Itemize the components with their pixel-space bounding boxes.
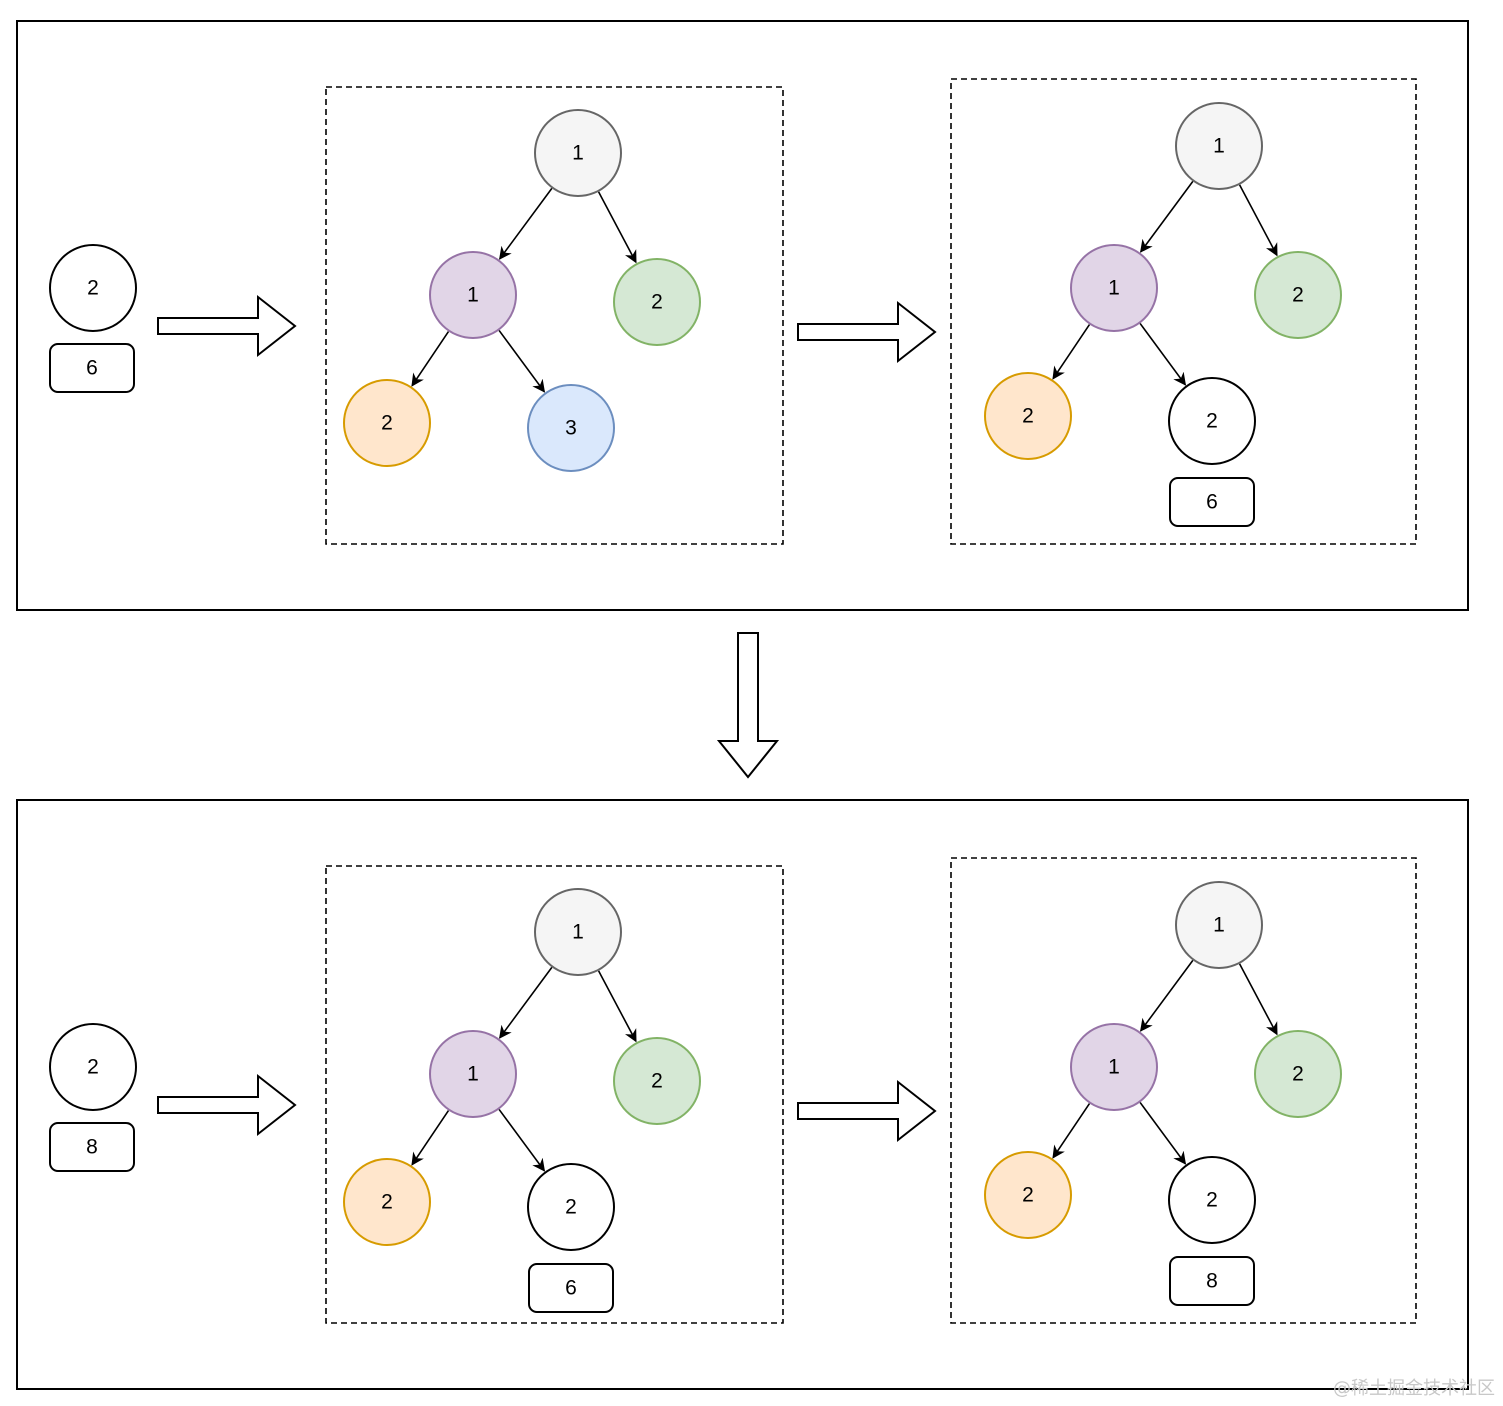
- panel-1-after-node-root-label: 1: [1213, 135, 1225, 158]
- panel-1-after-node-left-right-label: 2: [1206, 410, 1218, 433]
- panel-1-after-node-left-right: 2: [1168, 377, 1256, 465]
- panel-2-input-node-label: 2: [87, 1056, 99, 1079]
- panel-2-after-edge-left-right: [1139, 1101, 1187, 1165]
- panel-2-before-node-root: 1: [534, 888, 622, 976]
- panel-2-after-node-root-label: 1: [1213, 914, 1225, 937]
- panel-2-after-node-left-right: 2: [1168, 1156, 1256, 1244]
- panel-2-before-node-left-left: 2: [343, 1158, 431, 1246]
- panel-1-arrow-insert: [157, 294, 297, 358]
- panel-2-after-edge-root-left: [1139, 959, 1194, 1032]
- panel-2-before-node-right-label: 2: [651, 1070, 663, 1093]
- panel-1-before-edge-root-right: [597, 191, 637, 264]
- panel-2-before-edge-root-left: [498, 966, 553, 1039]
- panel-2-after-edge-left-left: [1052, 1103, 1091, 1159]
- panel-1-after-edge-left-right: [1139, 322, 1187, 386]
- panel-1-input-node-label: 2: [87, 277, 99, 300]
- panel-2-before-edge-left-right: [498, 1108, 546, 1172]
- panel-1-after-weight-box-label: 6: [1206, 491, 1218, 514]
- tree-before-frame: [325, 865, 784, 1324]
- panel-1-after-weight-box: 6: [1169, 477, 1255, 527]
- panel-1-input-weight-label: 6: [86, 357, 98, 380]
- panel-2-after-node-root: 1: [1175, 881, 1263, 969]
- panel-2-after-node-left-left: 2: [984, 1151, 1072, 1239]
- panel-1-after-node-right-label: 2: [1292, 284, 1304, 307]
- panel-2-input-weight-label: 8: [86, 1136, 98, 1159]
- panel-2-after-edge-root-right: [1238, 963, 1278, 1036]
- panel-2-after-node-left-label: 1: [1108, 1056, 1120, 1079]
- panel-2-before-edge-root-right: [597, 970, 637, 1043]
- panel-1-before-node-left-left-label: 2: [381, 412, 393, 435]
- panel-1-after-node-right: 2: [1254, 251, 1342, 339]
- panel-1-after-node-left: 1: [1070, 244, 1158, 332]
- panel-2-before-node-right: 2: [613, 1037, 701, 1125]
- panel-2-input-node: 2: [49, 1023, 137, 1111]
- panel-2-arrow-result: [797, 1079, 937, 1143]
- panel-1-before-edge-root-left: [498, 187, 553, 260]
- panel-2-before-edge-left-left: [411, 1110, 450, 1166]
- panel-1-before-node-left: 1: [429, 251, 517, 339]
- panel-border: [16, 799, 1469, 1390]
- panel-2-before-node-left-label: 1: [467, 1063, 479, 1086]
- panel-1: 2 6 1 1 2 2 3 1 1 2 2 2 6: [16, 20, 1469, 611]
- panel-1-input-node: 2: [49, 244, 137, 332]
- panel-2-after-weight-box-label: 8: [1206, 1270, 1218, 1293]
- panel-1-after-node-left-left-label: 2: [1022, 405, 1034, 428]
- panel-2-before-node-root-label: 1: [572, 921, 584, 944]
- panel-2-before-node-left: 1: [429, 1030, 517, 1118]
- panel-1-after-node-root: 1: [1175, 102, 1263, 190]
- panel-2-before-node-left-right: 2: [527, 1163, 615, 1251]
- panel-1-before-edge-left-right: [498, 329, 546, 393]
- panel-transition-arrow: [716, 632, 780, 779]
- panel-1-before-node-right: 2: [613, 258, 701, 346]
- tree-after-frame: [950, 78, 1417, 545]
- panel-2-before-weight-box: 6: [528, 1263, 614, 1313]
- panel-1-after-edge-root-right: [1238, 184, 1278, 257]
- panel-2-arrow-insert: [157, 1073, 297, 1137]
- panel-2-after-node-right-label: 2: [1292, 1063, 1304, 1086]
- panel-1-arrow-result: [797, 300, 937, 364]
- panel-2-before-weight-box-label: 6: [565, 1277, 577, 1300]
- panel-1-after-edge-root-left: [1139, 180, 1194, 253]
- panel-1-before-node-root: 1: [534, 109, 622, 197]
- panel-1-after-node-left-label: 1: [1108, 277, 1120, 300]
- panel-2-before-node-left-right-label: 2: [565, 1196, 577, 1219]
- panel-1-before-node-right-label: 2: [651, 291, 663, 314]
- panel-2-after-node-right: 2: [1254, 1030, 1342, 1118]
- tree-before-frame: [325, 86, 784, 545]
- panel-2: 2 8 1 1 2 2 2 6 1 1 2 2 2 8: [16, 799, 1469, 1390]
- panel-2-after-node-left-right-label: 2: [1206, 1189, 1218, 1212]
- panel-2-after-node-left: 1: [1070, 1023, 1158, 1111]
- tree-after-frame: [950, 857, 1417, 1324]
- panel-1-before-node-left-left: 2: [343, 379, 431, 467]
- panel-1-input-weight: 6: [49, 343, 135, 393]
- panel-1-after-edge-left-left: [1052, 324, 1091, 380]
- panel-border: [16, 20, 1469, 611]
- panel-2-input-weight: 8: [49, 1122, 135, 1172]
- panel-1-before-node-root-label: 1: [572, 142, 584, 165]
- panel-2-before-node-left-left-label: 2: [381, 1191, 393, 1214]
- panel-2-after-node-left-left-label: 2: [1022, 1184, 1034, 1207]
- panel-1-before-node-left-label: 1: [467, 284, 479, 307]
- panel-1-before-node-left-right-label: 3: [565, 417, 577, 440]
- panel-2-after-weight-box: 8: [1169, 1256, 1255, 1306]
- panel-1-before-edge-left-left: [411, 331, 450, 387]
- panel-1-before-node-left-right: 3: [527, 384, 615, 472]
- panel-1-after-node-left-left: 2: [984, 372, 1072, 460]
- watermark: @稀土掘金技术社区: [1333, 1378, 1495, 1399]
- down-arrow: [716, 632, 780, 779]
